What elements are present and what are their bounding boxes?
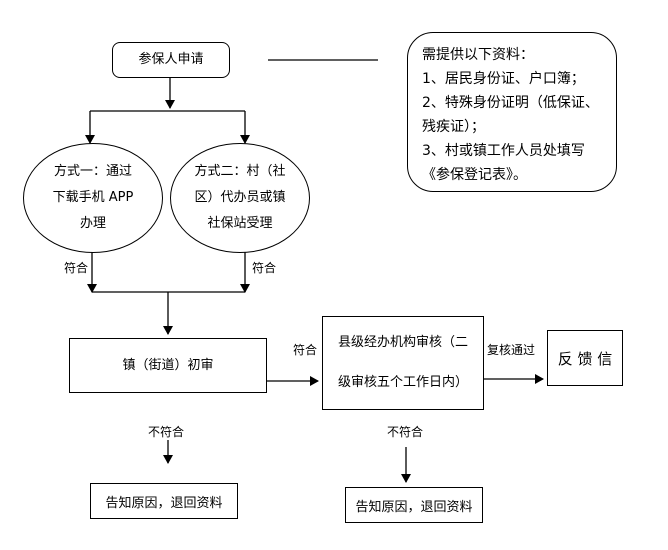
reject-label: 告知原因，退回资料 <box>355 499 473 515</box>
start-label: 参保人申请 <box>138 52 204 67</box>
reject-label: 告知原因，退回资料 <box>105 495 223 511</box>
note-line: 《参保登记表》。 <box>422 167 527 183</box>
note-line: 残疾证）； <box>422 119 485 135</box>
town-review-node: 镇（街道）初审 <box>69 338 267 393</box>
town-review-label: 镇（街道）初审 <box>122 357 214 373</box>
method-one-line: 下载手机 APP <box>52 190 134 205</box>
reject-node-county: 告知原因，退回资料 <box>345 487 483 523</box>
feedback-label: 反 馈 信 <box>557 349 613 368</box>
method-two-node: 方式二：村（社 区）代办员或镇 社保站受理 <box>170 143 310 253</box>
pass-label: 符合 <box>252 261 277 275</box>
method-two-line: 社保站受理 <box>207 216 273 231</box>
note-line: 1、居民身份证、户口簿； <box>422 71 585 87</box>
feedback-node: 反 馈 信 <box>547 330 623 386</box>
start-node: 参保人申请 <box>112 42 230 78</box>
requirements-text: 需提供以下资料： 1、居民身份证、户口簿； 2、特殊身份证明（低保证、 残疾证）… <box>422 43 599 187</box>
county-review-line: 级审核五个工作日内） <box>337 375 468 390</box>
method-two-line: 区）代办员或镇 <box>194 190 286 205</box>
method-one-line: 方式一：通过 <box>53 164 132 179</box>
method-one-node: 方式一：通过 下载手机 APP 办理 <box>23 143 163 253</box>
recheck-label: 复核通过 <box>487 343 536 357</box>
method-one-line: 办理 <box>79 216 106 231</box>
note-line: 2、特殊身份证明（低保证、 <box>422 95 599 111</box>
pass-label: 符合 <box>64 261 89 275</box>
reject-node-town: 告知原因，退回资料 <box>90 483 238 519</box>
county-review-line: 县级经办机构审核（二 <box>337 335 468 350</box>
county-review-node: 县级经办机构审核（二 级审核五个工作日内） <box>322 316 484 410</box>
fail-label: 不符合 <box>387 425 424 439</box>
fail-label: 不符合 <box>148 425 185 439</box>
requirements-note: 需提供以下资料： 1、居民身份证、户口簿； 2、特殊身份证明（低保证、 残疾证）… <box>407 32 617 192</box>
pass-label: 符合 <box>293 343 318 357</box>
method-two-line: 方式二：村（社 <box>194 164 286 179</box>
note-line: 需提供以下资料： <box>422 47 534 63</box>
note-line: 3、村或镇工作人员处填写 <box>422 143 585 159</box>
